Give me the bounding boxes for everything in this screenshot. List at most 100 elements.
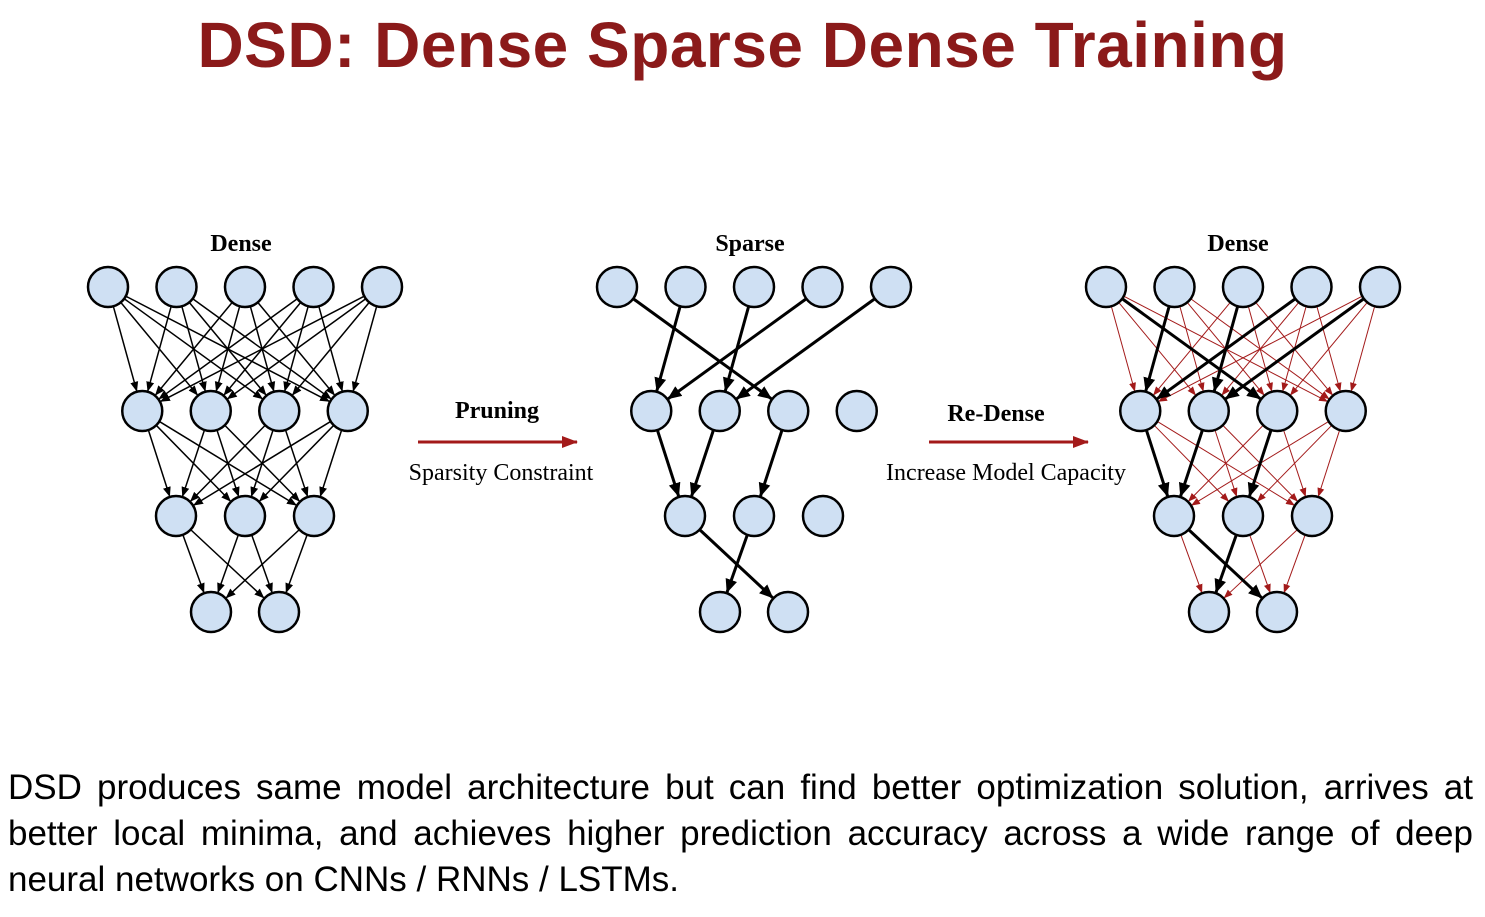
neuron-node	[1221, 265, 1265, 309]
neuron-node	[698, 590, 742, 634]
dense-connection	[155, 301, 233, 396]
neuron-node	[664, 265, 707, 309]
sparse-connection	[632, 297, 773, 400]
neuron-node	[732, 265, 776, 309]
retained-connection	[1121, 297, 1262, 400]
neuron-node	[801, 265, 844, 309]
dense-connection	[226, 298, 367, 400]
neuron-node	[732, 494, 776, 538]
dense-connection	[190, 529, 265, 599]
slide-title: DSD: Dense Sparse Dense Training	[197, 9, 1288, 81]
neuron-node	[292, 265, 335, 309]
redense-connection	[1158, 295, 1363, 402]
dense-connection	[112, 306, 139, 392]
sparse-connection	[689, 429, 715, 498]
network-dense-initial: Dense	[86, 231, 404, 634]
neuron-node	[155, 265, 198, 309]
dense-connection	[160, 295, 365, 403]
caption-text: DSD produces same model architecture but…	[8, 768, 1473, 899]
neuron-node	[257, 590, 301, 634]
neuron-node	[1290, 265, 1333, 309]
neuron-node	[1256, 389, 1299, 433]
dense-connection	[351, 306, 378, 392]
step-sublabel-redense: Increase Model Capacity	[886, 460, 1126, 486]
neuron-node	[1119, 389, 1162, 433]
neuron-node	[663, 494, 707, 538]
retained-connection	[1224, 297, 1365, 400]
neuron-node	[258, 389, 301, 433]
step-label-pruning: Pruning	[455, 398, 539, 424]
neuron-node	[1187, 590, 1231, 634]
sparse-connection	[735, 297, 876, 400]
dense-connection	[158, 298, 298, 400]
neuron-node	[1187, 389, 1230, 433]
neuron-node	[766, 590, 810, 634]
redense-connection	[1188, 424, 1264, 502]
redense-connection	[1256, 424, 1333, 502]
step-redense: Re-Dense Increase Model Capacity	[886, 401, 1126, 486]
neuron-node	[189, 590, 233, 634]
neuron-node	[1221, 494, 1265, 538]
neuron-node	[630, 389, 673, 433]
neuron-node	[292, 494, 336, 538]
dense-connection	[147, 429, 171, 497]
neuron-node	[1358, 265, 1402, 309]
neuron-node	[121, 389, 164, 433]
neuron-node	[1084, 265, 1128, 309]
neuron-node	[595, 265, 639, 309]
neuron-node	[1290, 494, 1334, 538]
neuron-node	[767, 389, 810, 433]
dense-connection	[193, 420, 332, 506]
sparse-connection	[758, 429, 784, 497]
neuron-node	[326, 389, 369, 433]
neuron-node	[1152, 494, 1196, 538]
redense-connection	[1317, 429, 1341, 497]
redense-connection	[1223, 529, 1298, 599]
sparse-connection	[655, 429, 681, 497]
dense-connection	[285, 534, 308, 594]
sparse-connection	[725, 534, 749, 594]
retained-connection	[1156, 297, 1297, 400]
dense-connection	[258, 424, 335, 502]
dense-connection	[146, 306, 172, 392]
redense-connection	[1180, 534, 1203, 594]
neuron-node	[360, 265, 404, 309]
dense-connection	[319, 429, 343, 497]
retained-connection	[1178, 429, 1204, 498]
dense-connection	[181, 429, 206, 498]
sparse-connection	[654, 305, 682, 392]
neuron-node	[189, 389, 232, 433]
neuron-node	[1255, 590, 1299, 634]
redense-connection	[1249, 534, 1271, 594]
network-label-dense-initial: Dense	[210, 231, 272, 257]
neuron-node	[698, 389, 741, 433]
neuron-node	[154, 494, 198, 538]
step-sublabel-pruning: Sparsity Constraint	[409, 460, 594, 486]
step-label-redense: Re-Dense	[947, 401, 1045, 427]
neuron-node	[223, 265, 267, 309]
neuron-node	[86, 265, 130, 309]
network-label-sparse: Sparse	[715, 231, 785, 257]
redense-connection	[1283, 534, 1306, 594]
neuron-node	[223, 494, 267, 538]
redense-connection	[1350, 306, 1376, 392]
retained-connection	[1214, 534, 1238, 594]
dense-connection	[182, 534, 205, 594]
neuron-node	[869, 265, 913, 309]
redense-connection	[1290, 302, 1368, 396]
dense-connection	[292, 301, 370, 396]
retained-connection	[1143, 305, 1171, 392]
retained-connection	[1144, 429, 1170, 497]
redense-connection	[1110, 306, 1136, 392]
neuron-node	[801, 494, 845, 538]
neuron-node	[1153, 265, 1196, 309]
neuron-node	[835, 389, 878, 433]
neuron-node	[1324, 389, 1367, 433]
sparse-connection	[667, 297, 808, 400]
dense-connection	[250, 534, 273, 594]
network-label-dense-final: Dense	[1207, 231, 1269, 257]
dense-connection	[190, 424, 266, 502]
step-pruning: Pruning Sparsity Constraint	[409, 398, 594, 486]
network-dense-final: Dense	[1084, 231, 1402, 634]
